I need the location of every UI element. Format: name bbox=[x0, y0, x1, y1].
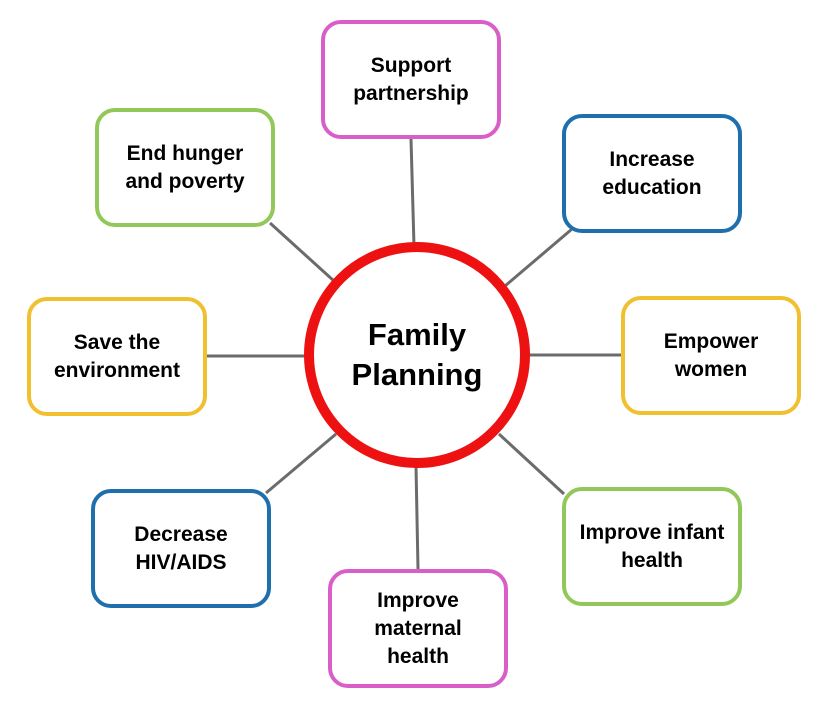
node-end-hunger-and-poverty: End hunger and poverty bbox=[95, 108, 275, 227]
node-label: Improve infant health bbox=[579, 520, 725, 572]
node-support-partnership: Support partnership bbox=[321, 20, 501, 139]
center-node-label: Family Planning bbox=[351, 317, 483, 392]
node-save-the-environment: Save the environment bbox=[27, 297, 207, 416]
connector-improve-maternal-health bbox=[414, 465, 420, 570]
node-improve-infant-health: Improve infant health bbox=[562, 487, 742, 606]
node-improve-maternal-health: Improve maternal health bbox=[328, 569, 508, 688]
node-increase-education: Increase education bbox=[562, 114, 742, 233]
connector-increase-education bbox=[504, 227, 573, 288]
node-label: Increase education bbox=[602, 147, 702, 199]
node-label: Empower women bbox=[663, 329, 759, 381]
node-label: Decrease HIV/AIDS bbox=[134, 522, 228, 574]
node-label: End hunger and poverty bbox=[125, 141, 245, 193]
center-node-family-planning: Family Planning bbox=[304, 242, 530, 468]
node-decrease-hiv-aids: Decrease HIV/AIDS bbox=[91, 489, 271, 608]
connector-decrease-hiv-aids bbox=[265, 432, 337, 495]
connector-end-hunger-and-poverty bbox=[268, 221, 336, 283]
node-empower-women: Empower women bbox=[621, 296, 801, 415]
connector-support-partnership bbox=[409, 138, 416, 247]
node-label: Improve maternal health bbox=[374, 588, 462, 668]
node-label: Support partnership bbox=[353, 53, 469, 105]
node-label: Save the environment bbox=[53, 330, 181, 382]
connector-improve-infant-health bbox=[497, 432, 566, 496]
